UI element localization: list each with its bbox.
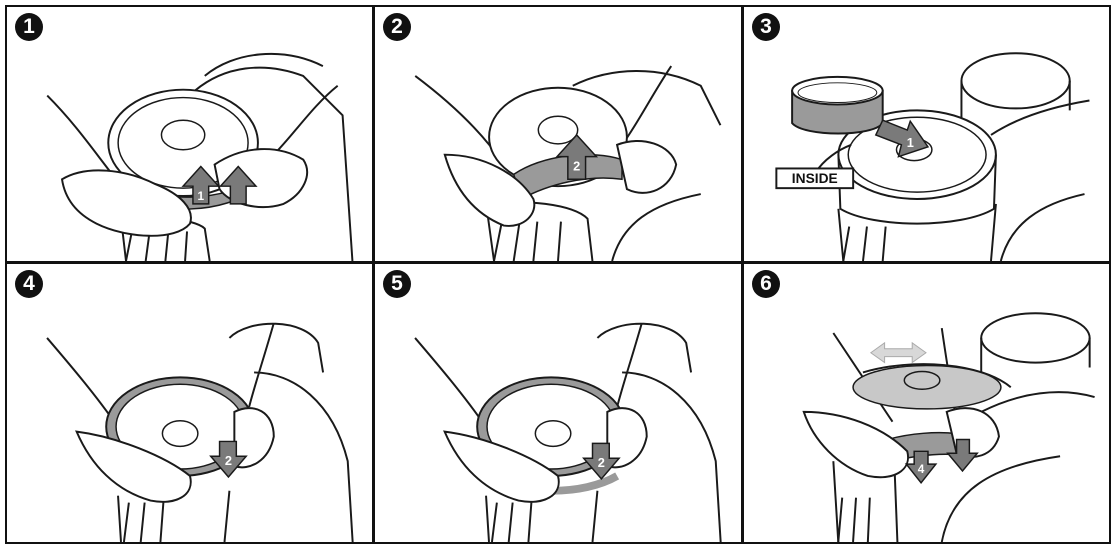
step-5-panel: 2 5 (373, 262, 743, 544)
step-3-badge: 3 (752, 13, 780, 41)
svg-text:2: 2 (573, 158, 580, 173)
step-1-illustration: 1 (46, 52, 354, 261)
arrow-2: 2 (209, 440, 248, 479)
step-2-panel: 2 2 (373, 5, 743, 263)
left-hand (443, 153, 536, 227)
arrow-4: 4 (904, 438, 979, 485)
step-5-badge: 5 (383, 270, 411, 298)
left-hand (75, 430, 192, 503)
svg-text:INSIDE: INSIDE (792, 171, 838, 186)
instruction-grid: 1 1 2 2 (5, 5, 1111, 544)
step-4-illustration: 2 (46, 322, 354, 542)
step-6-panel: 4 6 (742, 262, 1111, 544)
inside-callout: INSIDE (775, 167, 855, 190)
step-6-illustration: 4 (802, 312, 1095, 542)
step-1-badge: 1 (15, 13, 43, 41)
arrow-2: 2 (582, 442, 621, 481)
step-4-badge: 4 (15, 270, 43, 298)
filter-ring-top (852, 364, 1002, 410)
step-6-badge: 6 (752, 270, 780, 298)
step-3-illustration: 1 INSIDE (775, 52, 1090, 261)
filter-disc (105, 376, 256, 477)
svg-text:4: 4 (918, 462, 925, 476)
loose-band (791, 75, 884, 135)
arrow-2: 2 (555, 133, 599, 181)
step-5-illustration: 2 (414, 322, 722, 542)
arrow-1: 1 (874, 119, 930, 158)
step-2-badge: 2 (383, 13, 411, 41)
svg-text:2: 2 (225, 453, 232, 468)
arrow-1: 1 (181, 165, 258, 205)
right-hand (233, 407, 275, 469)
step-3-panel: 1 INSIDE 3 (742, 5, 1111, 263)
right-hand (615, 140, 678, 194)
right-hand (606, 407, 648, 469)
left-hand (802, 410, 910, 479)
step-4-panel: 2 4 (5, 262, 374, 544)
svg-text:1: 1 (907, 135, 914, 150)
step-1-panel: 1 1 (5, 5, 374, 263)
left-hand (443, 430, 560, 503)
step-2-illustration: 2 (414, 65, 722, 261)
slide-arrow (869, 341, 927, 364)
svg-text:1: 1 (198, 189, 205, 203)
svg-text:2: 2 (598, 455, 605, 470)
left-hand (60, 169, 192, 237)
